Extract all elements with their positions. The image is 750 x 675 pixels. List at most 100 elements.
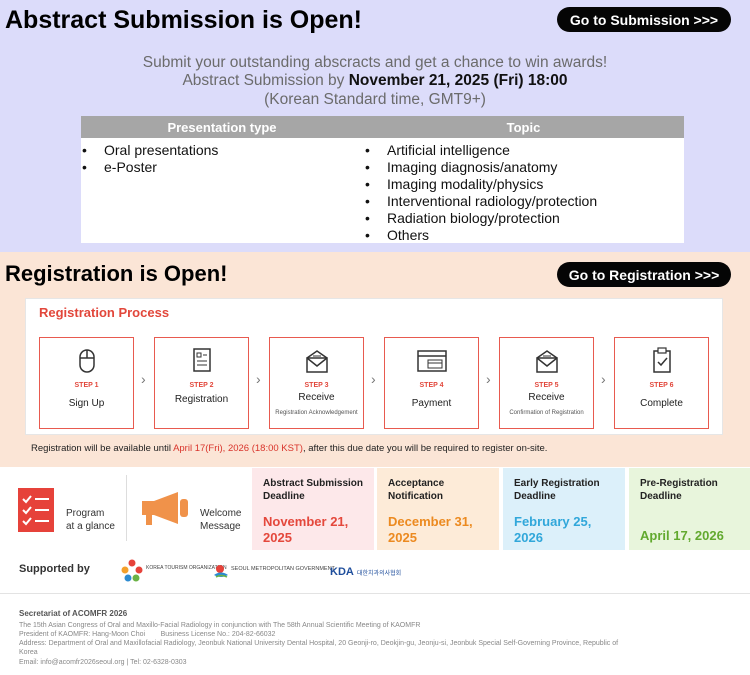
topic-item: Artificial intelligence <box>365 142 510 158</box>
step-name: Payment <box>411 398 452 409</box>
divider <box>126 475 127 541</box>
deadline-date: February 25,2026 <box>514 514 591 546</box>
step-name: Complete <box>640 398 683 409</box>
step-name: Receive <box>528 392 565 403</box>
deadline-date-line2: 2026 <box>514 530 543 545</box>
seoul-logo <box>214 565 228 578</box>
abstract-timezone: (Korean Standard time, GMT9+) <box>264 91 486 108</box>
step-number: STEP 5 <box>534 382 559 389</box>
availability-prefix: Registration will be available until <box>31 443 174 454</box>
envelope-icon <box>536 350 558 373</box>
deadline-title-line1: Acceptance <box>388 478 445 489</box>
step-number: STEP 2 <box>189 382 214 389</box>
abstract-deadline-date: November 21, 2025 (Fri) 18:00 <box>348 72 568 89</box>
welcome-link-line1: Welcome <box>200 508 242 519</box>
welcome-message-link[interactable]: Welcome Message <box>200 507 242 533</box>
deadline-date-line1: November 21, <box>263 514 349 529</box>
go-to-registration-button[interactable]: Go to Registration >>> <box>557 262 731 287</box>
deadline-date: December 31,2025 <box>388 514 473 546</box>
deadline-date: November 21,2025 <box>263 514 348 546</box>
step-4-card: STEP 4 Payment <box>384 337 479 429</box>
step-5-card: STEP 5 Receive Confirmation of Registrat… <box>499 337 594 429</box>
chevron-right-icon: › <box>601 371 606 387</box>
deadline-title-line2: Deadline <box>263 491 305 502</box>
welcome-link-line2: Message <box>200 521 241 532</box>
envelope-icon <box>306 350 328 373</box>
deadline-date-line1: February 25, <box>514 514 592 529</box>
abstract-deadline-prefix: Abstract Submission by <box>182 72 349 89</box>
deadline-date: April 17, 2026 <box>640 528 724 543</box>
abstract-intro: Submit your outstanding abscracts and ge… <box>142 54 608 71</box>
kda-logo-subtext: 대한치과의사협회 <box>357 571 402 577</box>
deadline-title-line2: Deadline <box>514 491 556 502</box>
step-name: Receive <box>298 392 335 403</box>
topic-item: Imaging diagnosis/anatomy <box>365 159 557 175</box>
supported-by-label: Supported by <box>19 563 90 575</box>
kda-logo: KDA <box>330 566 354 578</box>
footer-line: President of KAOMFR: Hang-Moon Choi Busi… <box>19 631 276 638</box>
step-name: Sign Up <box>68 398 105 409</box>
topic-table: Presentation type Topic Oral presentatio… <box>81 116 684 243</box>
chevron-right-icon: › <box>486 371 491 387</box>
step-name: Registration <box>174 394 229 405</box>
megaphone-icon <box>142 492 188 525</box>
availability-suffix: , after this due date you will be requir… <box>302 443 548 454</box>
step-1-card: STEP 1 Sign Up <box>39 337 134 429</box>
abstract-title: Abstract Submission is Open! <box>5 6 363 34</box>
availability-note: Registration will be available until Apr… <box>31 443 547 454</box>
registration-title: Registration is Open! <box>5 261 228 286</box>
step-subtext: Registration Acknowledgement <box>275 410 358 416</box>
deadline-title-line2: Deadline <box>640 491 682 502</box>
browser-payment-icon <box>417 350 447 372</box>
footer: Secretariat of ACOMFR 2026 The 15th Asia… <box>0 593 750 675</box>
program-link-line1: Program <box>66 508 105 519</box>
topic-item: Radiation biology/protection <box>365 210 560 226</box>
presentation-type-item: Oral presentations <box>82 142 218 158</box>
registration-process-panel: Registration Process STEP 1 Sign Up › <box>25 298 723 435</box>
chevron-right-icon: › <box>371 371 376 387</box>
step-subtext: Confirmation of Registration <box>509 410 584 416</box>
mouse-icon <box>79 349 95 373</box>
quick-links-and-deadlines: Program at a glance Welcome Message Abst… <box>0 467 750 551</box>
deadline-title-line1: Pre-Registration <box>640 478 718 489</box>
topic-item: Others <box>365 227 429 243</box>
step-2-card: STEP 2 Registration <box>154 337 249 429</box>
abstract-deadline-line: Abstract Submission by November 21, 2025… <box>0 72 750 90</box>
kto-logo <box>121 559 143 582</box>
step-number: STEP 4 <box>419 382 444 389</box>
table-header: Presentation type Topic <box>81 116 684 138</box>
step-number: STEP 1 <box>74 382 99 389</box>
form-icon <box>193 348 211 372</box>
checklist-icon <box>18 488 54 532</box>
program-link-line2: at a glance <box>66 521 115 532</box>
chevron-right-icon: › <box>256 371 261 387</box>
deadline-title-line2: Notification <box>388 491 443 502</box>
process-title: Registration Process <box>39 305 170 320</box>
topic-item: Imaging modality/physics <box>365 176 543 192</box>
step-number: STEP 3 <box>304 382 329 389</box>
footer-title: Secretariat of ACOMFR 2026 <box>19 609 128 618</box>
footer-address: Address: Department of Oral and Maxillof… <box>19 640 619 647</box>
footer-contact: Email: info@acomfr2026seoul.org | Tel: 0… <box>19 659 187 666</box>
go-to-submission-button[interactable]: Go to Submission >>> <box>557 7 731 32</box>
seoul-logo-text: SEOUL METROPOLITAN GOVERNMENT <box>231 566 335 572</box>
chevron-right-icon: › <box>141 371 146 387</box>
kto-logo-text: KOREA TOURISM ORGANIZATION <box>146 565 227 571</box>
topic-item: Interventional radiology/protection <box>365 193 597 209</box>
deadline-date-line2: 2025 <box>388 530 417 545</box>
abstract-section: Abstract Submission is Open! Go to Submi… <box>0 0 750 252</box>
program-at-a-glance-link[interactable]: Program at a glance <box>66 507 115 533</box>
step-3-card: STEP 3 Receive Registration Acknowledgem… <box>269 337 364 429</box>
header-topic: Topic <box>506 120 541 135</box>
registration-section: Registration is Open! Go to Registration… <box>0 252 750 467</box>
step-6-card: STEP 6 Complete <box>614 337 709 429</box>
deadline-title-line1: Early Registration <box>514 478 600 489</box>
